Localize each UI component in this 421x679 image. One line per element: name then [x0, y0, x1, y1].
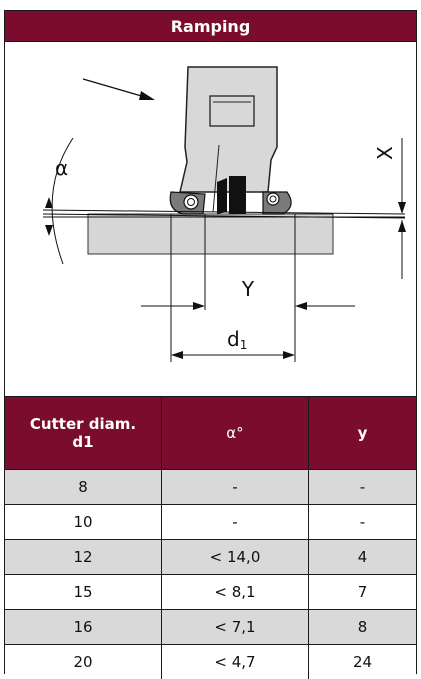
card-title: Ramping [5, 11, 416, 42]
alpha-label: α [55, 156, 68, 180]
ramping-diagram: α X Y [5, 42, 416, 405]
feed-arrow [82, 78, 155, 100]
d1-dimension [171, 351, 295, 359]
table-row: 16 < 7,1 8 [5, 609, 416, 644]
x-dimension [398, 138, 406, 279]
y-label: Y [241, 277, 255, 301]
ramping-card: Ramping [4, 10, 417, 679]
alpha-arc [45, 137, 74, 265]
header-cutter-diam: Cutter diam. d1 [5, 397, 162, 469]
table-row: 12 < 14,0 4 [5, 539, 416, 574]
ramp-lines [42, 209, 406, 219]
table-row: 15 < 8,1 7 [5, 574, 416, 609]
d1-label: d1 [227, 327, 247, 352]
header-alpha: α° [162, 397, 309, 469]
table-header-row: Cutter diam. d1 α° y [5, 396, 416, 469]
table-row: 10 - - [5, 504, 416, 539]
y-dimension [141, 302, 355, 310]
ramping-table: Cutter diam. d1 α° y 8 - - 10 - - 12 < 1… [5, 396, 416, 679]
header-y: y [357, 424, 368, 442]
table-row: 20 < 4,7 24 [5, 644, 416, 679]
cutter-body [169, 66, 292, 215]
table-row: 8 - - [5, 469, 416, 504]
ramping-diagram-svg: α X Y [42, 66, 406, 362]
workpiece [87, 213, 334, 255]
x-label: X [373, 146, 397, 160]
